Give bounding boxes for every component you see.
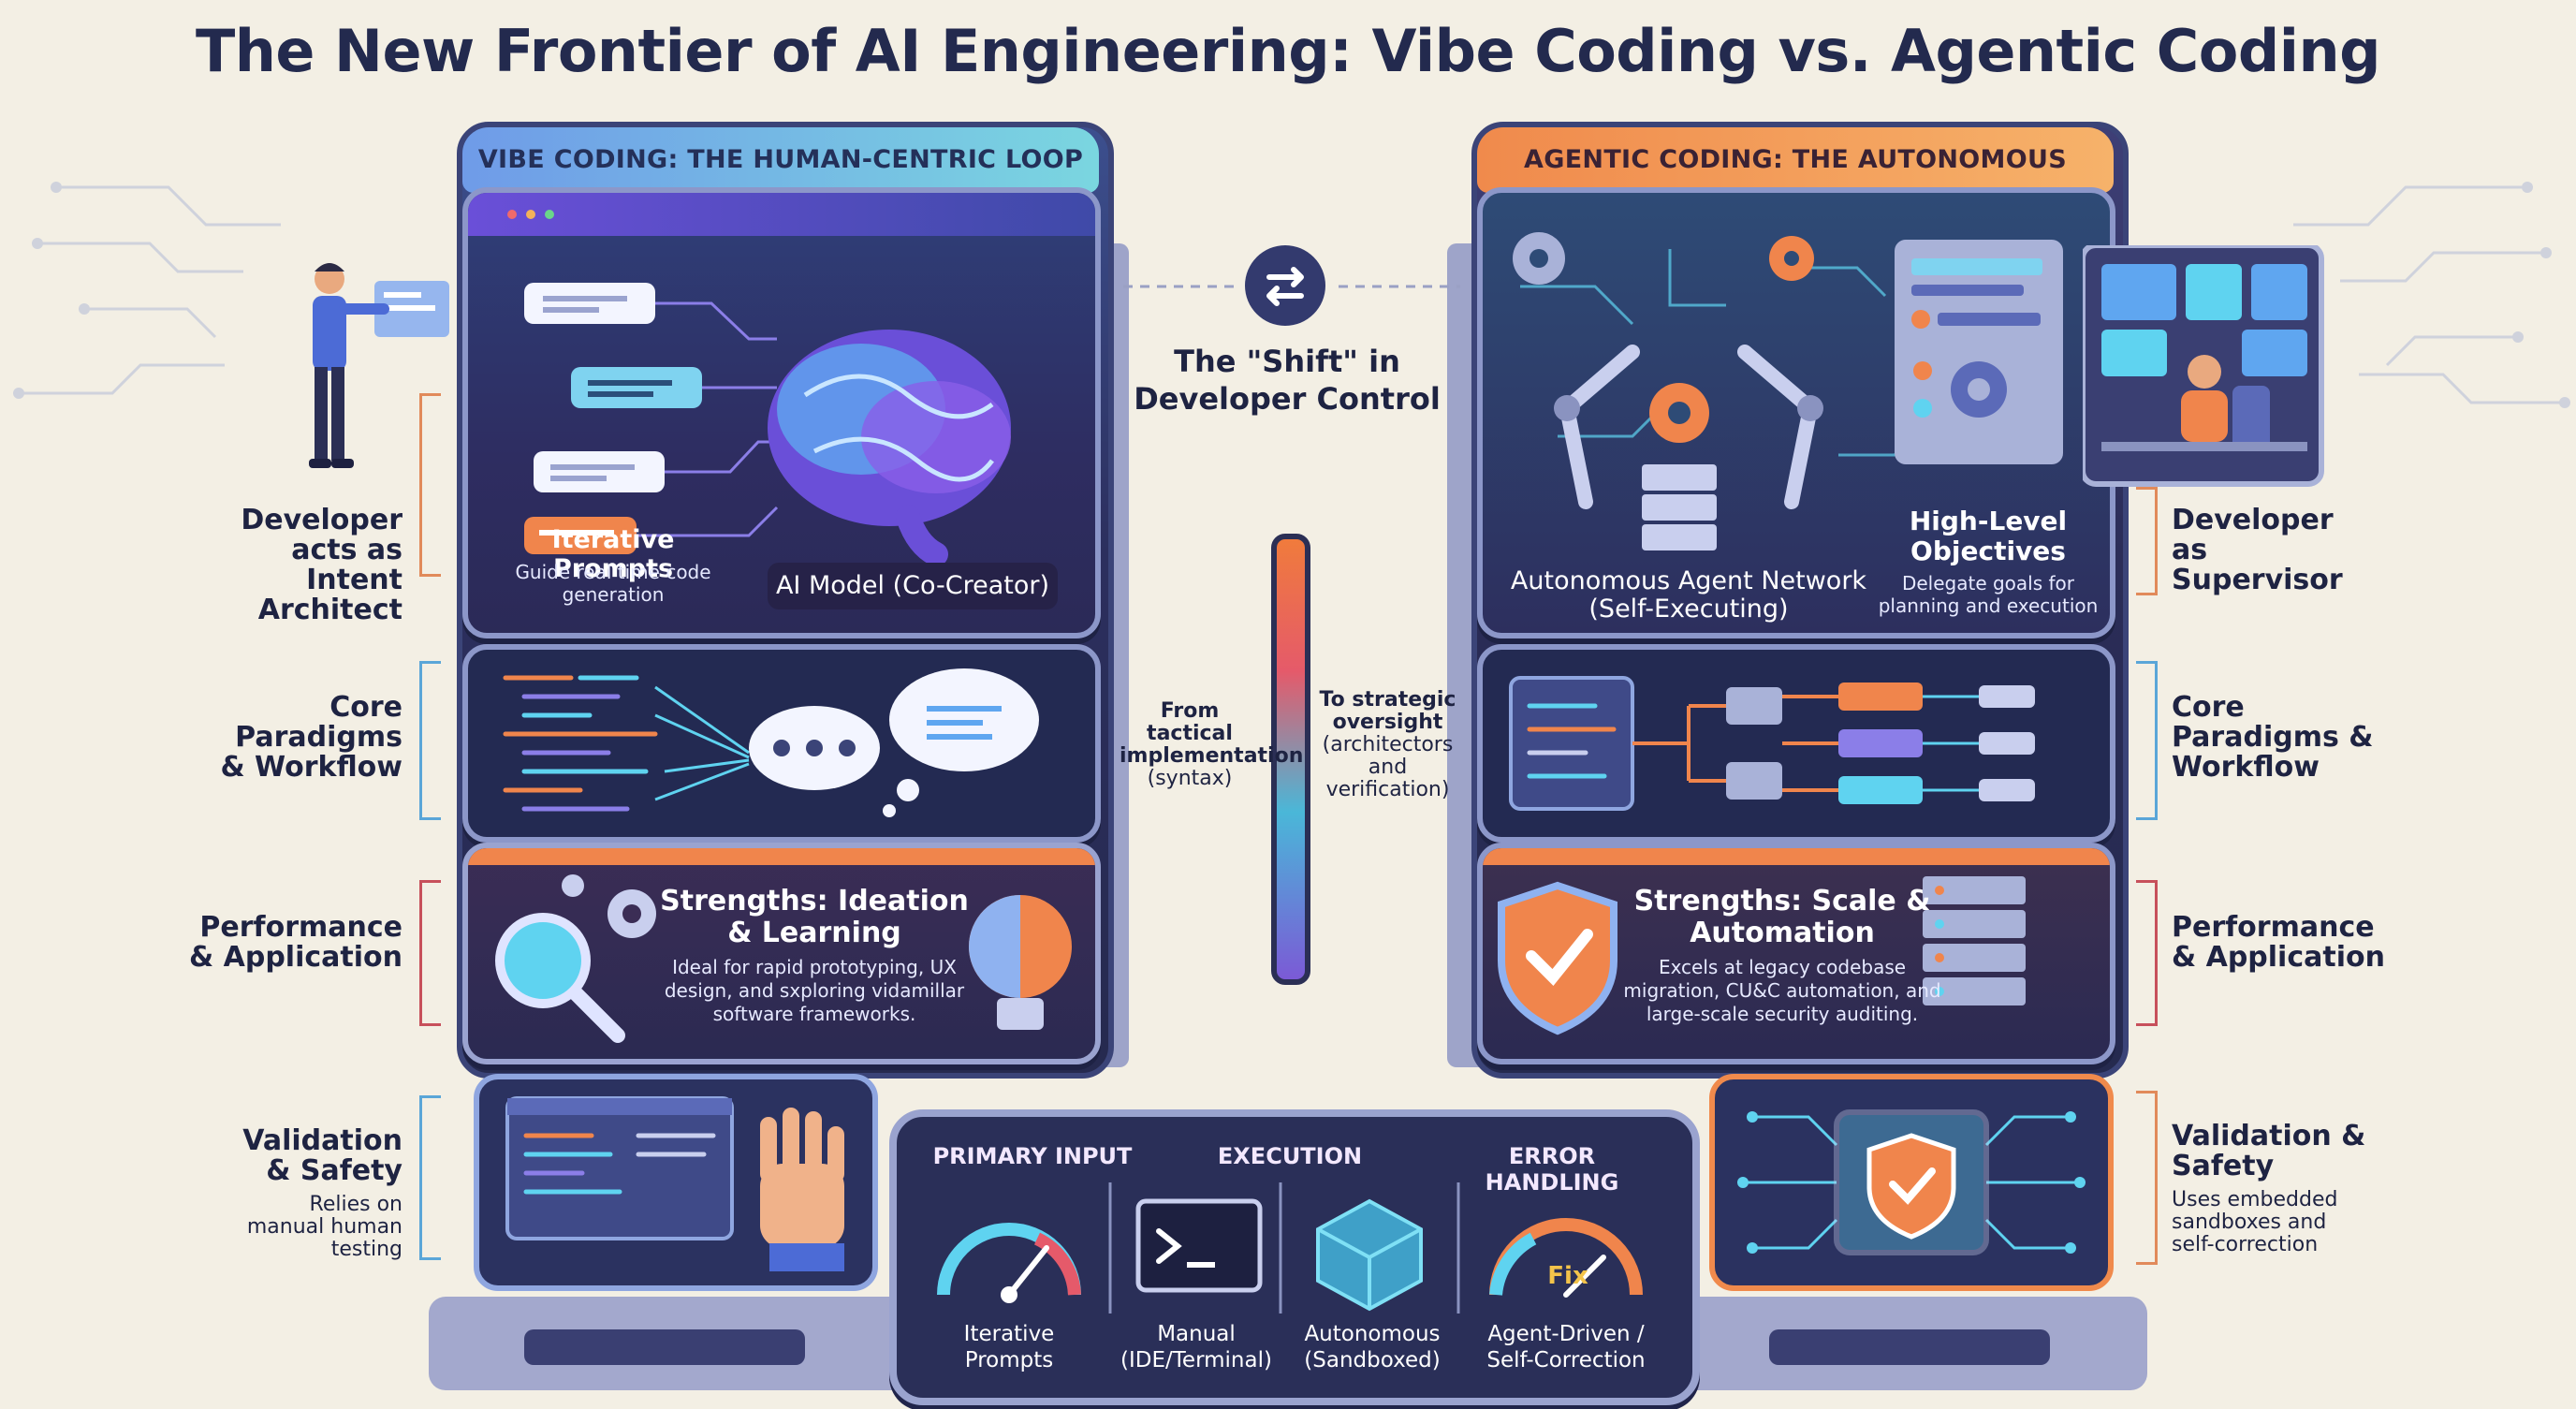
bottom-item-label: Autonomous (Sandboxed)	[1304, 1322, 1441, 1372]
comparison-icons	[937, 1182, 1643, 1314]
agentic-coding-header: AGENTIC CODING: THE AUTONOMOUS PIPELINE	[1477, 127, 2114, 240]
left-base-slot	[524, 1329, 805, 1365]
from-tactical-note: (syntax)	[1147, 767, 1233, 790]
robot-network-illustration	[1513, 232, 2063, 550]
agentic-strengths-text: Excels at legacy codebase migration, CU&…	[1623, 956, 1941, 1025]
high-level-objectives-text: Delegate goals for planning and executio…	[1878, 572, 2099, 617]
right-developer-label: Developer as Supervisor	[2172, 504, 2343, 596]
left-validation-bracket	[419, 1095, 441, 1260]
cube-icon	[1316, 1198, 1423, 1312]
vibe-strengths-panel: Strengths: Ideation & Learning Ideal for…	[462, 843, 1101, 1064]
to-strategic-label: To strategic oversight (architectors and…	[1310, 689, 1465, 801]
gauge-fix-icon	[1489, 1218, 1643, 1298]
lightbulb-icon	[969, 895, 1072, 1030]
bottom-item-label: Iterative Prompts	[963, 1322, 1055, 1372]
window-bar	[468, 193, 1095, 236]
supervisor-workstation	[2083, 245, 2324, 487]
from-tactical-label: From tactical implementation (syntax)	[1120, 699, 1304, 790]
shift-title: The "Shift" in Developer Control	[1134, 344, 1441, 417]
page-title: The New Frontier of AI Engineering: Vibe…	[195, 17, 2381, 85]
error-handling-header: ERROR HANDLING	[1485, 1143, 1619, 1196]
thought-bubble-icon	[749, 668, 1039, 817]
bottom-item-label: Manual (IDE/Terminal)	[1120, 1322, 1272, 1372]
agentic-strengths-panel: Strengths: Scale & Automation Excels at …	[1477, 843, 2115, 1064]
control-shift-gauge	[1271, 534, 1310, 985]
from-tactical-bold: From tactical implementation	[1120, 699, 1304, 768]
manual-testing-illustration	[505, 1096, 844, 1271]
right-validation-bracket	[2136, 1091, 2158, 1265]
sandbox-illustration	[1737, 1109, 2086, 1255]
strengths-illustration	[1498, 876, 2026, 1035]
code-chat-illustration	[503, 668, 1039, 817]
control-panel-icon	[1895, 240, 2063, 464]
swap-icon	[1245, 245, 1325, 326]
to-strategic-note: (architectors and verification)	[1322, 733, 1454, 801]
autonomous-network-label: Autonomous Agent Network (Self-Executing…	[1510, 566, 1867, 624]
left-core-label: Core Paradigms & Workflow	[220, 691, 402, 784]
developer-figure	[309, 263, 449, 468]
gear-icon	[1513, 232, 1814, 443]
vibe-prompt-panel: Iterative Prompts Guide real time code g…	[462, 187, 1101, 638]
to-strategic-bold: To strategic oversight	[1319, 688, 1456, 734]
right-validation-label: Validation & Safety	[2172, 1120, 2366, 1182]
vibe-strengths-title: Strengths: Ideation & Learning	[660, 885, 969, 949]
left-developer-bracket	[419, 393, 441, 577]
agentic-network-panel: Autonomous Agent Network (Self-Executing…	[1477, 187, 2115, 638]
agentic-validation-panel	[1709, 1074, 2114, 1291]
ai-model-label: AI Model (Co-Creator)	[768, 563, 1058, 609]
left-performance-label: Performance & Application	[189, 911, 402, 974]
bottom-item-label: Agent-Driven / Self-Correction	[1486, 1322, 1646, 1372]
left-validation-note: Relies on manual human testing	[246, 1193, 402, 1261]
window-bar	[468, 848, 1095, 865]
shield-icon	[1866, 1133, 1956, 1240]
gear-icon	[562, 874, 656, 938]
primary-input-header: PRIMARY INPUT	[932, 1143, 1133, 1169]
vibe-workflow-panel	[462, 644, 1101, 843]
agentic-strengths-title: Strengths: Scale & Automation	[1633, 885, 1931, 949]
right-core-label: Core Paradigms & Workflow	[2172, 691, 2374, 784]
right-validation-note: Uses embedded sandboxes and self-correct…	[2172, 1188, 2338, 1256]
right-core-bracket	[2136, 661, 2158, 820]
prompt-brain-illustration	[524, 283, 1011, 566]
vibe-strengths-text: Ideal for rapid prototyping, UX design, …	[664, 956, 965, 1025]
chat-bubble-icon	[524, 283, 702, 554]
brain-icon	[768, 330, 1011, 566]
shield-check-icon	[1498, 881, 1617, 1035]
right-performance-label: Performance & Application	[2172, 911, 2385, 974]
iterative-prompts-text: Guide real time code generation	[515, 561, 711, 606]
agentic-workflow-panel	[1477, 644, 2115, 843]
left-validation-label: Validation & Safety	[242, 1124, 402, 1187]
server-rack-icon	[1923, 876, 2026, 1005]
vibe-validation-panel	[474, 1074, 878, 1291]
left-developer-label: Developer acts as Intent Architect	[241, 504, 402, 626]
hand-icon	[760, 1108, 844, 1271]
flowchart-icon	[1726, 682, 1923, 804]
fix-label: Fix	[1547, 1262, 1588, 1290]
execution-header: EXECUTION	[1217, 1143, 1363, 1169]
server-stack-icon	[1642, 464, 1717, 550]
magnifier-icon	[495, 913, 625, 1043]
left-core-bracket	[419, 661, 441, 820]
right-base-slot	[1769, 1329, 2050, 1365]
window-bar	[1483, 848, 2110, 865]
left-performance-bracket	[419, 880, 441, 1026]
terminal-icon	[1135, 1198, 1263, 1293]
comparison-panel: PRIMARY INPUT EXECUTION ERROR HANDLING F…	[889, 1109, 1700, 1405]
right-developer-bracket	[2136, 487, 2158, 595]
pipeline-illustration	[1509, 676, 2035, 811]
gauge-icon	[937, 1223, 1081, 1303]
iterative-prompts-title: Iterative Prompts	[551, 525, 675, 583]
vibe-coding-header: VIBE CODING: THE HUMAN-CENTRIC LOOP	[462, 127, 1099, 193]
right-performance-bracket	[2136, 880, 2158, 1026]
high-level-objectives-title: High-Level Objectives	[1909, 506, 2068, 566]
strengths-illustration	[495, 874, 1072, 1043]
